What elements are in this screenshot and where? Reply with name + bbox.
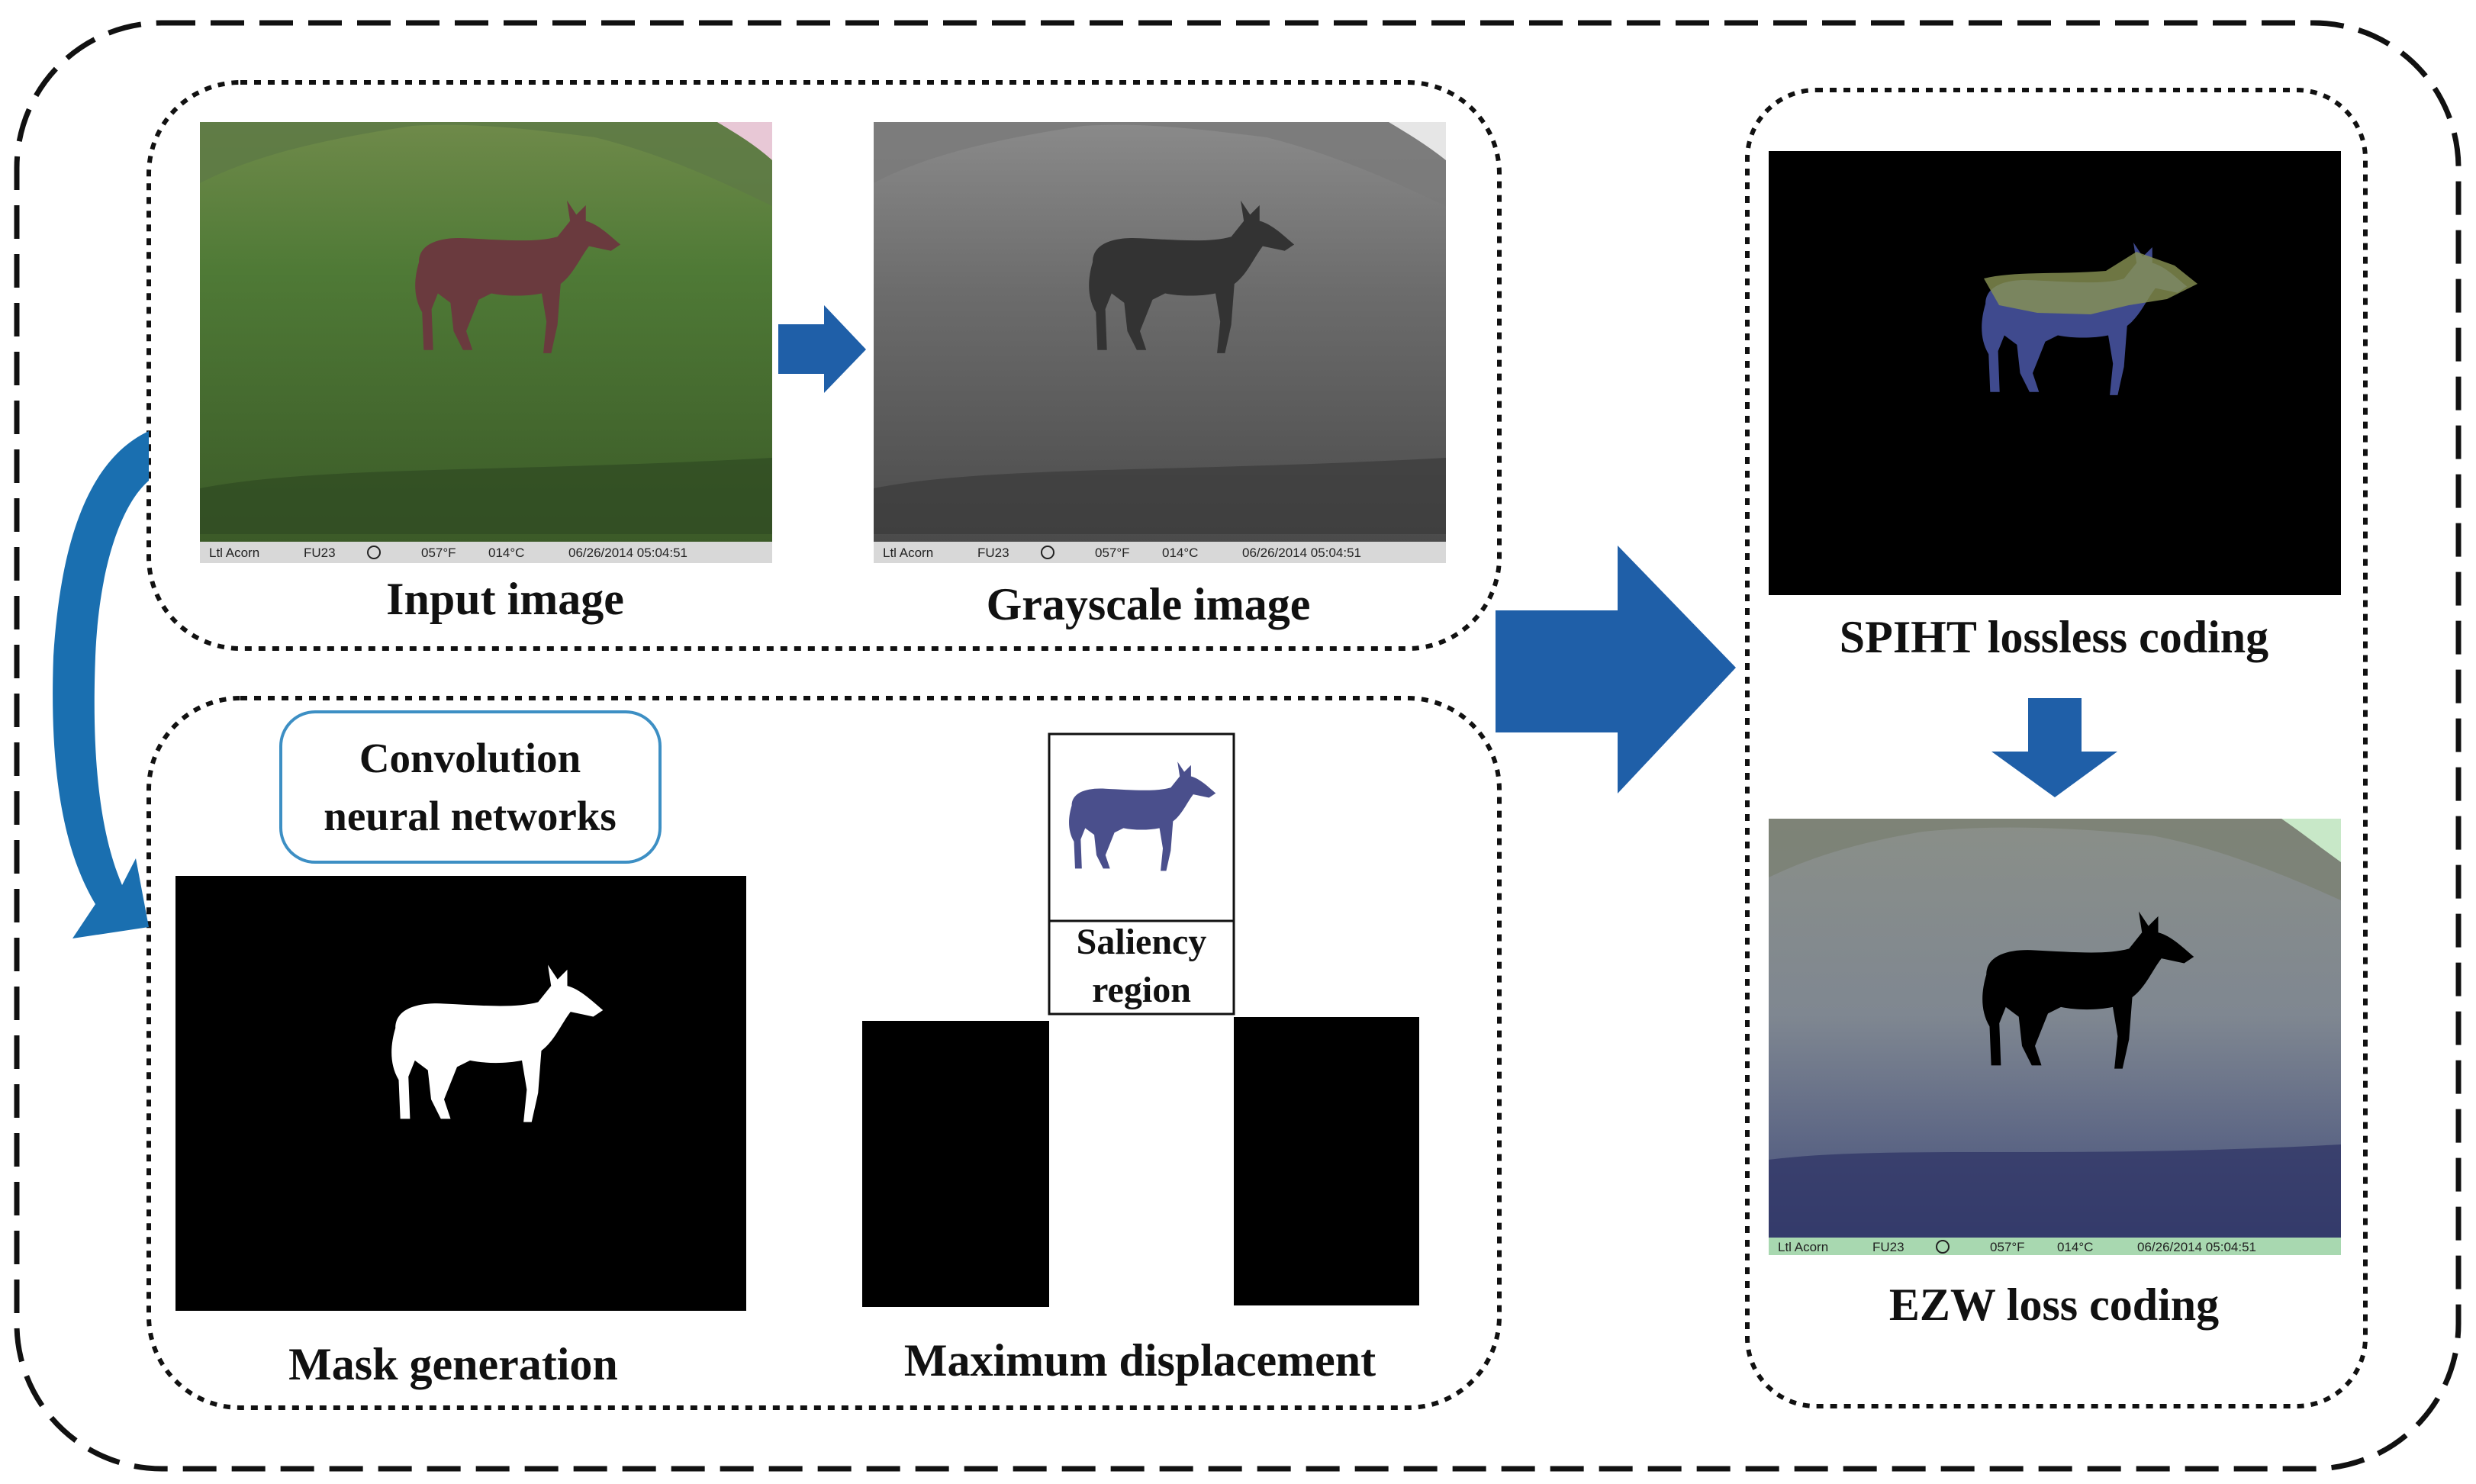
maximum-displacement-label: Maximum displacement — [904, 1335, 1376, 1386]
input-image-label: Input image — [386, 574, 624, 624]
svg-text:06/26/2014 05:04:51: 06/26/2014 05:04:51 — [2137, 1240, 2256, 1254]
svg-text:057°F: 057°F — [1990, 1240, 2025, 1254]
displacement-block-right — [1234, 1017, 1419, 1305]
svg-text:FU23: FU23 — [1872, 1240, 1904, 1254]
cnn-label-line2: neural networks — [324, 793, 616, 839]
svg-text:014°C: 014°C — [488, 546, 524, 560]
arrow-to-coding — [1496, 546, 1736, 794]
svg-text:057°F: 057°F — [1095, 546, 1130, 560]
ezw-label: EZW loss coding — [1889, 1280, 2219, 1330]
arrow-spiht-to-ezw — [1991, 698, 2117, 797]
svg-text:06/26/2014 05:04:51: 06/26/2014 05:04:51 — [568, 546, 687, 560]
svg-text:06/26/2014 05:04:51: 06/26/2014 05:04:51 — [1242, 546, 1361, 560]
preprocessing-panel — [146, 80, 1502, 651]
ezw-image — [1769, 819, 2341, 1255]
grayscale-image-label: Grayscale image — [987, 579, 1311, 629]
input-image-stamp: Ltl Acorn FU23 057°F 014°C 06/26/2014 05… — [209, 546, 687, 560]
cnn-label-line1: Convolution — [359, 735, 581, 781]
arrow-input-to-grayscale — [778, 305, 866, 393]
saliency-label-line1: Saliency — [1077, 922, 1207, 962]
svg-text:FU23: FU23 — [304, 546, 336, 560]
svg-text:Ltl Acorn: Ltl Acorn — [209, 546, 259, 560]
displacement-block-left — [862, 1021, 1049, 1307]
saliency-label-line2: region — [1092, 970, 1191, 1010]
grayscale-image-stamp: Ltl Acorn FU23 057°F 014°C 06/26/2014 05… — [883, 546, 1361, 560]
spiht-image — [1769, 151, 2341, 595]
cnn-box — [279, 710, 662, 864]
input-image — [200, 122, 772, 563]
spiht-label: SPIHT lossless coding — [1840, 612, 2268, 662]
svg-text:FU23: FU23 — [977, 546, 1009, 560]
ezw-image-stamp: Ltl Acorn FU23 057°F 014°C 06/26/2014 05… — [1778, 1240, 2256, 1254]
curved-arrow-to-mask — [53, 431, 149, 938]
svg-text:Ltl Acorn: Ltl Acorn — [1778, 1240, 1828, 1254]
grayscale-image — [874, 122, 1446, 563]
outer-dashed-frame — [14, 20, 2462, 1472]
mask-image — [175, 876, 746, 1311]
svg-text:Ltl Acorn: Ltl Acorn — [883, 546, 933, 560]
svg-text:057°F: 057°F — [421, 546, 456, 560]
svg-text:014°C: 014°C — [2057, 1240, 2093, 1254]
saliency-label-box — [1048, 919, 1235, 1016]
saliency-panel — [146, 696, 1502, 1410]
svg-text:014°C: 014°C — [1162, 546, 1198, 560]
mask-generation-label: Mask generation — [288, 1339, 618, 1389]
coding-panel — [1745, 88, 2368, 1408]
